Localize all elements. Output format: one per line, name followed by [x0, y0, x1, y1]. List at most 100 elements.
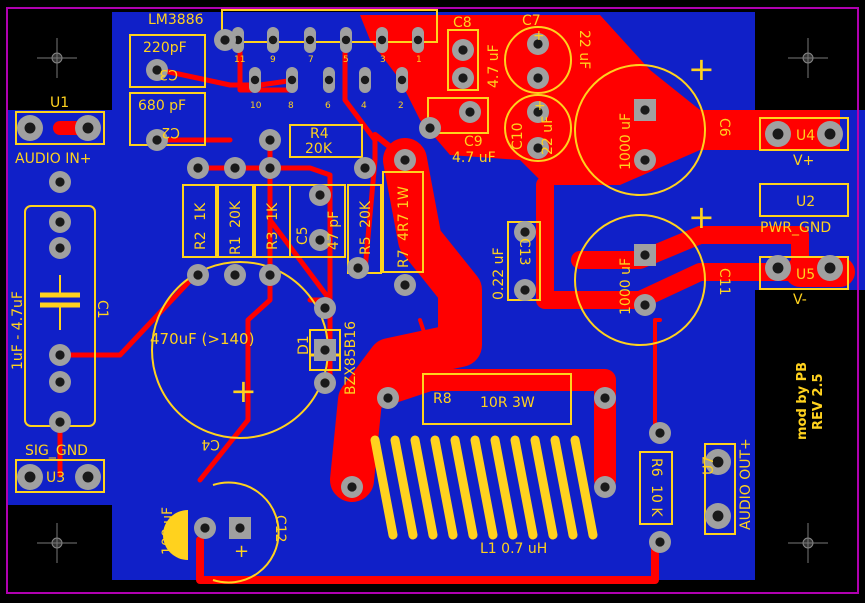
through-hole-pad[interactable] [459, 101, 481, 123]
through-hole-pad[interactable] [419, 117, 441, 139]
through-hole-pad[interactable] [649, 531, 671, 553]
through-hole-pad[interactable] [259, 264, 281, 286]
c13-ref: C13 [516, 238, 532, 266]
through-hole-pad[interactable] [394, 274, 416, 296]
u2-label: U2 [796, 194, 815, 210]
c3-ref: C3 [159, 66, 178, 82]
connector-pad[interactable] [75, 464, 101, 490]
through-hole-pad[interactable] [377, 387, 399, 409]
c11-ref: C11 [716, 268, 732, 296]
through-hole-pad[interactable] [341, 476, 363, 498]
through-hole-pad[interactable] [634, 149, 656, 171]
through-hole-pad[interactable] [224, 264, 246, 286]
through-hole-pad[interactable] [514, 279, 536, 301]
inductor-turn [470, 435, 498, 540]
through-hole-pad[interactable] [314, 372, 336, 394]
plus-sign: + [234, 541, 249, 562]
through-hole-pad[interactable] [214, 29, 236, 51]
connector-pad[interactable] [705, 503, 731, 529]
ic-name-label: LM3886 [148, 12, 204, 28]
ic-pin-pad[interactable] [249, 67, 261, 93]
r8-ref: R8 [433, 391, 452, 407]
through-hole-pad[interactable] [49, 371, 71, 393]
through-hole-pad[interactable] [49, 237, 71, 259]
through-hole-pad[interactable] [49, 171, 71, 193]
c4-ref: C4 [201, 436, 220, 452]
ic-pin-pad[interactable] [232, 27, 244, 53]
copper-traces [53, 15, 855, 584]
square-pad[interactable] [314, 339, 336, 361]
audio-in-label: AUDIO IN+ [15, 151, 92, 167]
through-hole-pad[interactable] [354, 157, 376, 179]
ic-pin-pad[interactable] [359, 67, 371, 93]
audio-out-label: AUDIO OUT+ [738, 438, 754, 530]
through-hole-pad[interactable] [49, 211, 71, 233]
through-hole-pad[interactable] [259, 129, 281, 151]
through-hole-pad[interactable] [146, 59, 168, 81]
through-hole-pad[interactable] [649, 422, 671, 444]
connector-pad[interactable] [765, 121, 791, 147]
ic-pin-pad[interactable] [412, 27, 424, 53]
connector-pad[interactable] [17, 115, 43, 141]
through-hole-pad[interactable] [527, 33, 549, 55]
c11-value: 1000 uF [618, 258, 634, 315]
ic-pin-pad[interactable] [323, 67, 335, 93]
through-hole-pad[interactable] [49, 344, 71, 366]
square-pad[interactable] [634, 99, 656, 121]
through-hole-pad[interactable] [224, 157, 246, 179]
through-hole-pad[interactable] [187, 157, 209, 179]
ic-pin-pad[interactable] [396, 67, 408, 93]
through-hole-pad[interactable] [514, 221, 536, 243]
l1-label: L1 0.7 uH [480, 541, 547, 557]
c8-value: 4.7 uF [486, 44, 502, 88]
through-hole-pad[interactable] [634, 294, 656, 316]
through-hole-pad[interactable] [49, 411, 71, 433]
ic-pin-pad[interactable] [340, 27, 352, 53]
u3-label: U3 [46, 470, 65, 486]
ic-pin-pad[interactable] [376, 27, 388, 53]
through-hole-pad[interactable] [452, 39, 474, 61]
board-outline [6, 7, 859, 594]
c9-value: 4.7 uF [452, 150, 496, 166]
plus-sign: + [533, 28, 545, 44]
v-minus-label: V- [793, 292, 807, 308]
mounting-holes [37, 38, 828, 563]
r1-label: R1 20K [228, 200, 244, 255]
inductor-turn [550, 435, 578, 540]
ic-pin-pad[interactable] [304, 27, 316, 53]
connector-pad[interactable] [17, 464, 43, 490]
through-hole-pad[interactable] [187, 264, 209, 286]
through-hole-pad[interactable] [394, 149, 416, 171]
connector-pad[interactable] [817, 255, 843, 281]
connector-pad[interactable] [765, 255, 791, 281]
through-hole-pad[interactable] [259, 157, 281, 179]
c12-ref: C12 [272, 515, 288, 543]
ic-pin-pad[interactable] [267, 27, 279, 53]
ic-pin-label: 10 [250, 101, 262, 111]
through-hole-pad[interactable] [309, 184, 331, 206]
square-pad[interactable] [229, 517, 251, 539]
through-hole-pad[interactable] [146, 129, 168, 151]
mounting-hole [788, 523, 828, 563]
through-hole-pad[interactable] [452, 67, 474, 89]
through-hole-pad[interactable] [594, 387, 616, 409]
connector-pad[interactable] [817, 121, 843, 147]
through-hole-pad[interactable] [309, 229, 331, 251]
mounting-hole [788, 38, 828, 78]
through-hole-pad[interactable] [527, 67, 549, 89]
through-hole-pad[interactable] [314, 297, 336, 319]
c9-ref: C9 [464, 134, 483, 150]
through-hole-pad[interactable] [527, 101, 549, 123]
ic-pin-pad[interactable] [286, 67, 298, 93]
through-hole-pad[interactable] [527, 137, 549, 159]
through-hole-pad[interactable] [194, 517, 216, 539]
connector-pad[interactable] [75, 115, 101, 141]
connector-pad[interactable] [705, 449, 731, 475]
pads[interactable] [17, 27, 843, 553]
c2-value: 680 pF [138, 98, 186, 114]
r5-label: R5 20K [358, 200, 374, 255]
through-hole-pad[interactable] [594, 476, 616, 498]
square-pad[interactable] [634, 244, 656, 266]
through-hole-pad[interactable] [347, 257, 369, 279]
